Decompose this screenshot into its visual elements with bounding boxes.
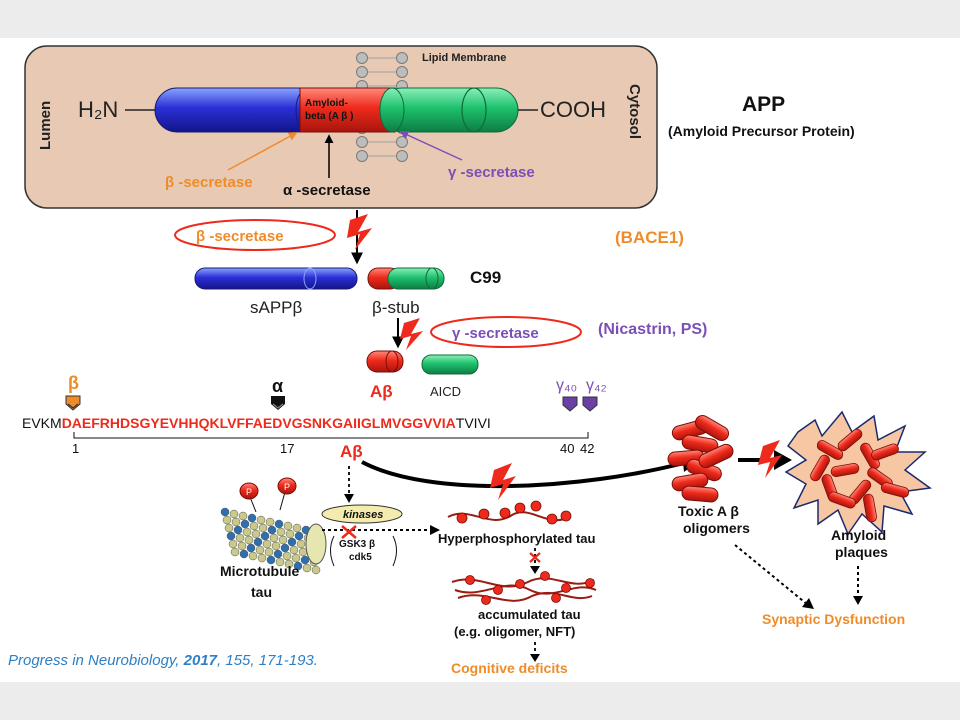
app-alpha-secretase-label: α -secretase: [283, 182, 371, 199]
n-terminus-label: H₂N: [78, 97, 118, 122]
inhibit-x-aggregation: [529, 552, 541, 563]
phosphate-p2: P: [284, 482, 290, 492]
abeta-label-line2: beta (A β ): [305, 111, 354, 122]
citation-journal: Progress in Neurobiology,: [8, 652, 180, 669]
c-terminus-label: COOH: [540, 97, 606, 122]
toxicity-bolt: [490, 463, 516, 500]
aggregation-bolt: [758, 440, 782, 478]
alpha-site-marker: [271, 396, 285, 410]
citation-year: 2017: [183, 652, 218, 669]
stub-label: β-stub: [372, 298, 420, 317]
seq-num-40: 40: [560, 441, 574, 456]
gamma-cleavage-bolt: [400, 318, 423, 350]
amyloid-plaques-line2: plaques: [835, 544, 888, 560]
abeta-fragment: [366, 350, 404, 373]
gsk-label: GSK3 β: [339, 539, 375, 550]
app-title: APP: [742, 93, 785, 116]
tau-label: tau: [251, 584, 272, 600]
seq-num-17: 17: [280, 441, 294, 456]
bace1-label: (BACE1): [615, 228, 684, 247]
gamma-secretase-step-label: γ -secretase: [452, 325, 539, 342]
kinases-label: kinases: [343, 509, 383, 521]
app-protein: [154, 87, 519, 133]
toxic-oligomers-line2: oligomers: [683, 520, 750, 536]
app-gamma-secretase-label: γ -secretase: [448, 164, 535, 181]
abeta-fragment-label: Aβ: [370, 382, 393, 401]
seq-num-42: 42: [580, 441, 594, 456]
sequence-text: EVKMDAEFRHDSGYEVHHQKLVFFAEDVGSNKGAIIGLMV…: [22, 415, 491, 431]
accum-tau-line2: (e.g. oligomer, NFT): [454, 624, 575, 639]
kinases-ellipse: [321, 504, 403, 524]
sappb-label: sAPPβ: [250, 298, 303, 317]
gamma-secretase-ellipse: [430, 316, 582, 348]
citation-pages: , 155, 171-193.: [217, 652, 318, 669]
top-band: [0, 0, 960, 38]
lipid-membrane-label: Lipid Membrane: [422, 52, 506, 64]
abeta-sequence-bracket: [73, 432, 589, 439]
site-gamma40-label: γ₄₀: [556, 377, 577, 394]
app-abeta-domain: [299, 87, 396, 133]
site-alpha-label: α: [272, 376, 283, 396]
seq-num-1: 1: [72, 441, 79, 456]
inhibit-x-kinase: [341, 525, 357, 539]
c99-label: C99: [470, 268, 501, 287]
sequence-core: DAEFRHDSGYEVHHQKLVFFAEDVGSNKGAIIGLMVGGVV…: [62, 415, 456, 431]
lumen-label: Lumen: [37, 101, 54, 150]
app-blue-domain: [154, 87, 321, 133]
site-beta-label: β: [68, 373, 79, 393]
app-subtitle: (Amyloid Precursor Protein): [668, 123, 855, 139]
phosphate-markers: P P: [239, 477, 297, 513]
aicd-fragment: [421, 354, 479, 375]
beta-cleavage-bolt: [347, 214, 372, 250]
microtubule-label: Microtubule: [220, 563, 300, 579]
app-beta-secretase-label: β -secretase: [165, 174, 253, 191]
abeta-sequence-label: Aβ: [340, 442, 363, 461]
site-gamma42-label: γ₄₂: [586, 377, 607, 394]
microtubule: [220, 507, 327, 575]
aicd-label: AICD: [430, 384, 461, 399]
beta-site-marker: [65, 395, 81, 411]
stub-green-part: [387, 267, 445, 290]
sequence-prefix: EVKM: [22, 415, 62, 431]
toxic-oligomer-cluster: [667, 415, 734, 503]
hyper-tau-label: Hyperphosphorylated tau: [438, 531, 596, 546]
cognitive-deficits-label: Cognitive deficits: [451, 660, 568, 676]
amyloid-plaques-line1: Amyloid: [831, 527, 886, 543]
sappb-fragment: [194, 267, 358, 290]
cytosol-label: Cytosol: [626, 84, 643, 139]
amyloid-plaque: [784, 410, 932, 536]
synaptic-dysfunction-label: Synaptic Dysfunction: [762, 611, 905, 627]
toxic-oligomers-line1: Toxic A β: [678, 503, 739, 519]
abeta-to-oligomer-arrow: [361, 460, 689, 489]
nicastrin-label: (Nicastrin, PS): [598, 321, 707, 338]
citation: Progress in Neurobiology, 2017, 155, 171…: [8, 652, 318, 669]
accum-tau-line1: accumulated tau: [478, 607, 581, 622]
sequence-suffix: TVIVI: [456, 415, 491, 431]
phosphate-p1: P: [246, 487, 252, 497]
gamma40-site-marker: [562, 396, 578, 412]
tau-tangle: [451, 571, 597, 605]
beta-secretase-step-label: β -secretase: [196, 228, 284, 245]
bottom-band: [0, 682, 960, 720]
cdk5-label: cdk5: [349, 552, 372, 563]
abeta-label-line1: Amyloid-: [305, 98, 348, 109]
gamma42-site-marker: [582, 396, 598, 412]
beta-secretase-ellipse: [174, 219, 336, 251]
